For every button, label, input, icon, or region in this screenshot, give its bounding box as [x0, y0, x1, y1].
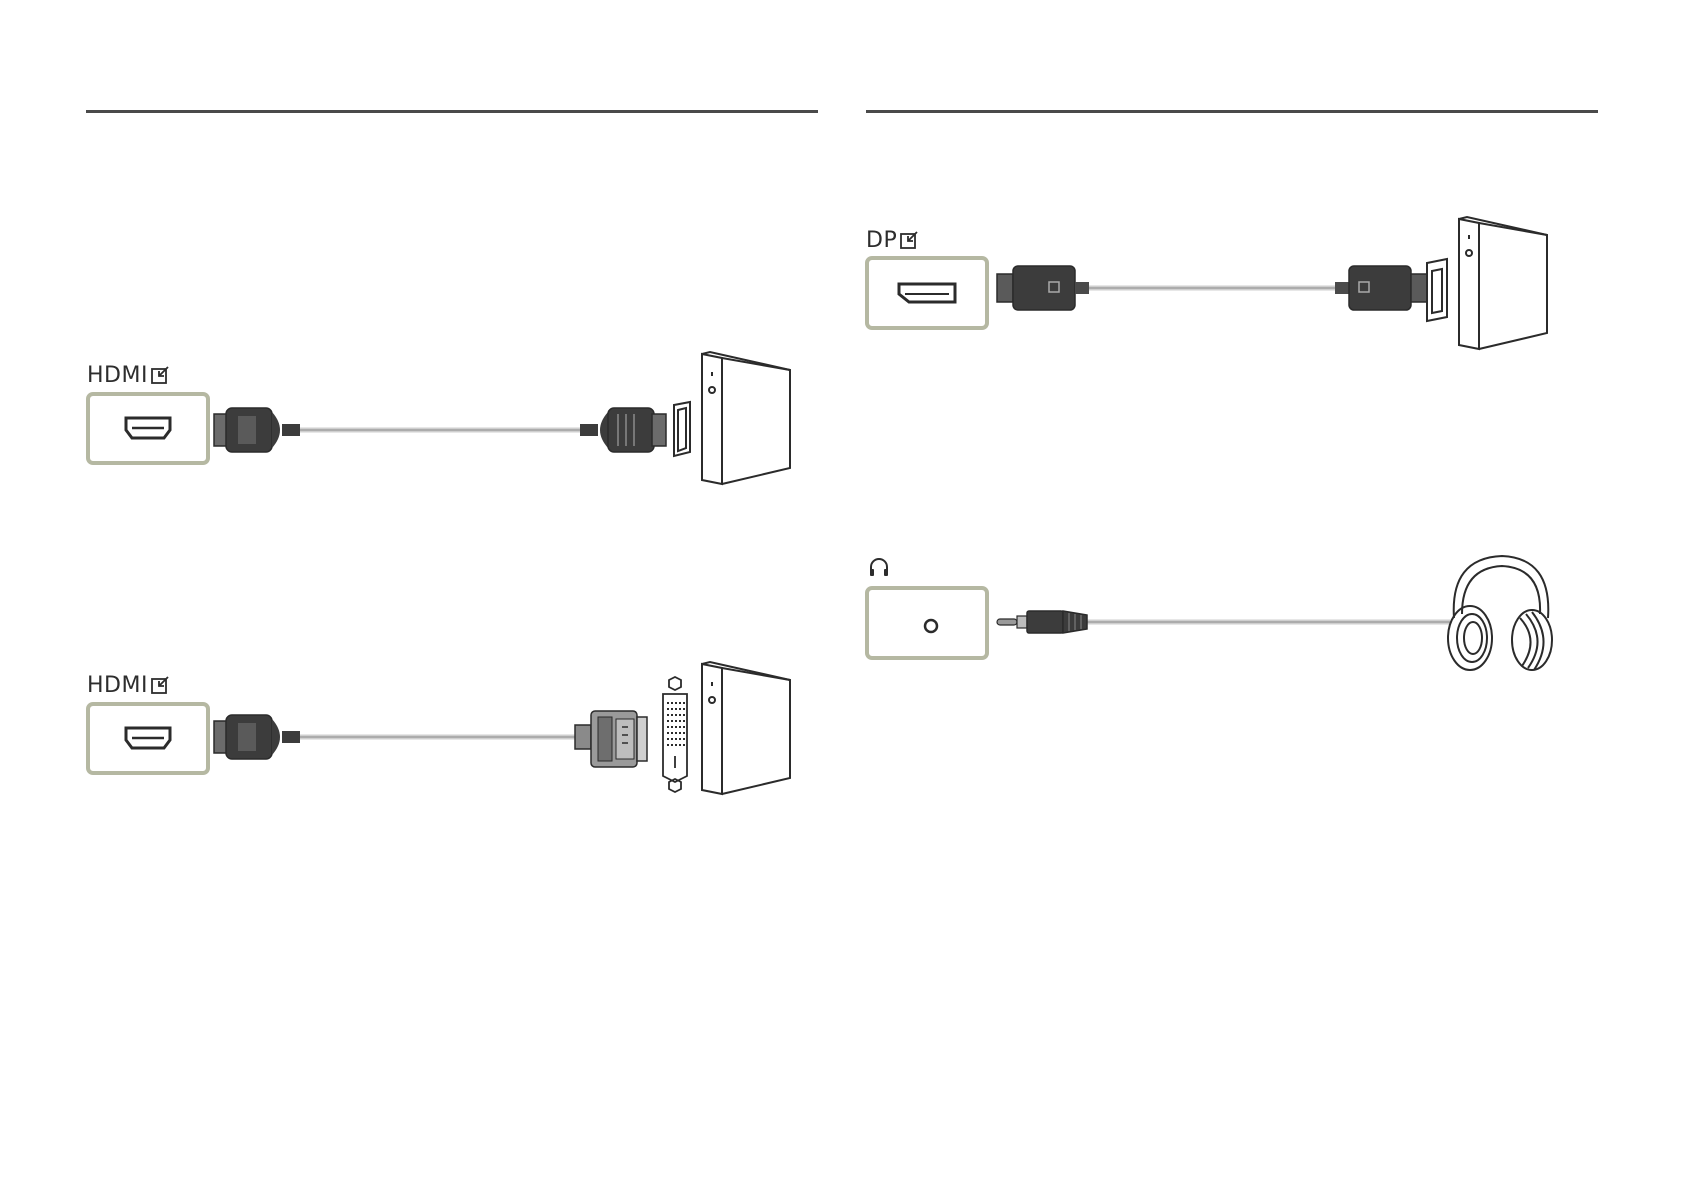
right-column-rule [866, 110, 1598, 113]
hdmi-port-box-1 [86, 392, 210, 465]
audio-jack-icon [869, 590, 985, 656]
dp-plug-left [997, 266, 1089, 310]
hdmi-plug-left [214, 408, 300, 452]
port-label-text: DP [866, 228, 897, 253]
pc-tower-icon [670, 660, 800, 795]
headphone-icon [868, 556, 890, 578]
dp-port-label: DP [866, 228, 919, 253]
input-arrow-icon [150, 676, 170, 696]
port-label-text: HDMI [87, 363, 148, 388]
hdmi-plug-right [580, 408, 666, 452]
input-arrow-icon [150, 366, 170, 386]
hdmi-port-icon [90, 396, 206, 461]
hdmi-plug-left [214, 715, 300, 759]
dvi-plug [575, 711, 647, 767]
pc-tower-icon [670, 350, 800, 485]
dp-dp-cable [995, 260, 1435, 320]
audio-plug [997, 611, 1087, 633]
hdmi-hdmi-cable [210, 400, 670, 460]
headphone-port-label [866, 556, 890, 578]
hdmi-port-icon [90, 706, 206, 771]
input-arrow-icon [899, 231, 919, 251]
port-label-text: HDMI [87, 673, 148, 698]
headphones-icon [1440, 548, 1560, 678]
hdmi-dvi-cable [210, 705, 650, 775]
hdmi-port-label-1: HDMI [87, 363, 170, 388]
dp-plug-right [1335, 266, 1427, 310]
hdmi-port-label-2: HDMI [87, 673, 170, 698]
hdmi-port-box-2 [86, 702, 210, 775]
pc-tower-icon [1425, 215, 1555, 350]
headphone-cable [995, 605, 1455, 641]
dp-port-box [865, 256, 989, 330]
displayport-port-icon [869, 260, 985, 326]
left-column-rule [86, 110, 818, 113]
headphone-port-box [865, 586, 989, 660]
